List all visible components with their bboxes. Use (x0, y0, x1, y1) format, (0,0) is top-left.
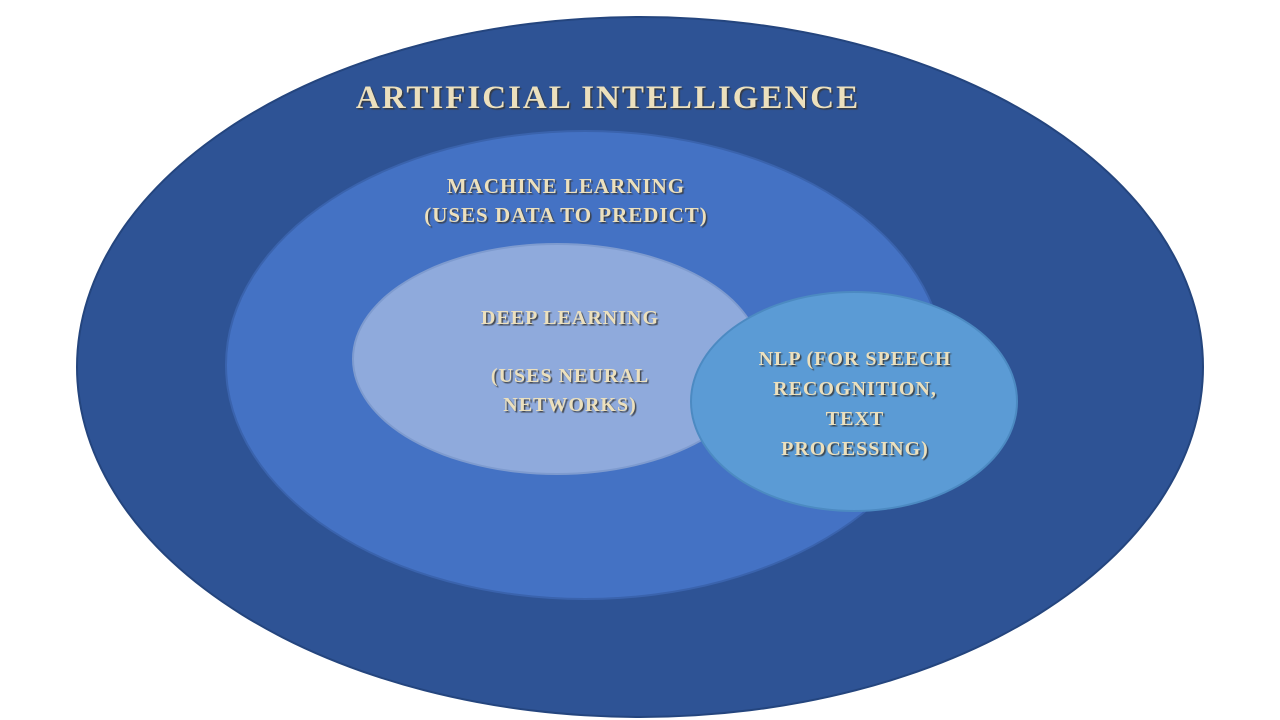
deep-learning-ellipse (352, 243, 762, 475)
artificial-intelligence-label: ARTIFICIAL INTELLIGENCE (355, 80, 861, 116)
nlp-label-line3: TEXT (825, 408, 885, 430)
deep-learning-label-line1: DEEP LEARNING (480, 307, 660, 329)
deep-learning-label: DEEP LEARNING (USES NEURAL NETWORKS) (481, 304, 659, 420)
machine-learning-label-line2: (USES DATA TO PREDICT) (424, 203, 708, 227)
machine-learning-label-line1: MACHINE LEARNING (446, 174, 686, 198)
nlp-label-line1: NLP (FOR SPEECH (758, 348, 952, 370)
deep-learning-label-line2: (USES NEURAL (490, 365, 650, 387)
nlp-label: NLP (FOR SPEECH RECOGNITION, TEXT PROCES… (759, 344, 952, 464)
deep-learning-label-spacer (481, 333, 659, 362)
nlp-label-line2: RECOGNITION, (773, 378, 937, 400)
deep-learning-label-line3: NETWORKS) (503, 394, 637, 416)
nlp-label-line4: PROCESSING) (781, 438, 929, 460)
nlp-ellipse (690, 291, 1018, 512)
machine-learning-label: MACHINE LEARNING (USES DATA TO PREDICT) (424, 172, 708, 230)
